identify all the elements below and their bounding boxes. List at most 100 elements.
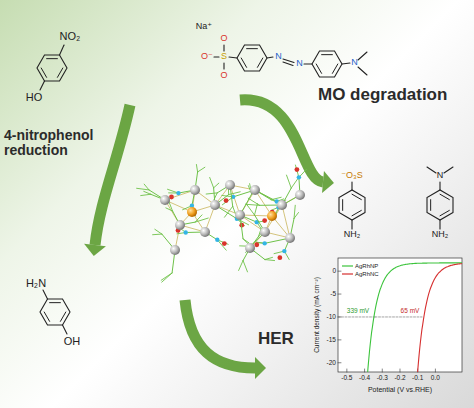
silver-atom bbox=[260, 227, 270, 237]
benzene-ring bbox=[339, 190, 365, 220]
tick-mark bbox=[338, 271, 341, 272]
cluster-molecule bbox=[137, 165, 307, 283]
atom-label: N bbox=[296, 59, 303, 69]
bond bbox=[427, 167, 436, 173]
ligand-stick bbox=[198, 167, 205, 172]
double-bond bbox=[332, 64, 337, 73]
group-label: HO bbox=[26, 91, 43, 103]
bond bbox=[444, 167, 453, 173]
axis-title: Current density (mA cm⁻²) bbox=[313, 277, 320, 353]
silver-atom bbox=[200, 227, 210, 237]
tick-mark bbox=[399, 369, 400, 372]
legend-swatch bbox=[342, 271, 353, 277]
bond bbox=[43, 290, 48, 299]
double-bond bbox=[44, 312, 49, 321]
atom-label: O⁻ bbox=[201, 52, 213, 62]
tick-mark bbox=[382, 369, 383, 372]
ligand-stick bbox=[196, 165, 197, 172]
group-label: NH₂ bbox=[432, 230, 449, 240]
double-bond bbox=[352, 210, 361, 215]
bond bbox=[223, 63, 224, 69]
double-bond bbox=[241, 58, 246, 67]
ligand-stick bbox=[144, 191, 151, 194]
ligand-stick bbox=[206, 193, 217, 194]
double-bond bbox=[60, 312, 65, 321]
chart-legend: AgRhNPAgRhNC bbox=[342, 262, 379, 278]
tick-label: -5 bbox=[330, 290, 336, 297]
bond bbox=[40, 81, 45, 90]
silver-atom bbox=[170, 245, 180, 255]
ligand-stick bbox=[195, 215, 202, 222]
double-bond bbox=[247, 48, 258, 49]
silver-atom bbox=[285, 233, 295, 243]
double-bond bbox=[50, 302, 61, 303]
legend-row: AgRhNC bbox=[342, 270, 379, 278]
oxygen-atom bbox=[222, 241, 227, 246]
process-title: 4-nitrophenol reduction bbox=[4, 128, 112, 159]
mo-arrow bbox=[240, 100, 323, 182]
ligand-stick bbox=[243, 239, 248, 244]
silver-atom bbox=[175, 220, 185, 230]
rhodium-atom bbox=[187, 207, 197, 217]
tick-mark bbox=[338, 339, 341, 340]
ligand-stick bbox=[224, 206, 232, 217]
atom-label: N bbox=[351, 58, 358, 68]
atom-label: N bbox=[275, 52, 282, 62]
ligand-stick bbox=[141, 194, 151, 195]
mo-arrow-head bbox=[322, 171, 334, 193]
legend-text: AgRhNP bbox=[355, 263, 378, 269]
ligand-stick bbox=[210, 177, 214, 187]
ligand-stick bbox=[246, 204, 254, 215]
bond bbox=[60, 45, 65, 55]
ligand-stick bbox=[166, 208, 173, 211]
tick-label: 0.0 bbox=[431, 374, 440, 381]
nitrogen-atom bbox=[176, 191, 180, 195]
silver-atom bbox=[210, 200, 220, 210]
ligand-stick bbox=[137, 188, 149, 190]
oxygen-atom bbox=[262, 218, 267, 223]
bond bbox=[283, 62, 293, 66]
silver-atom bbox=[250, 185, 260, 195]
rhodium-atom bbox=[267, 211, 277, 221]
silver-atom bbox=[190, 185, 200, 195]
legend-row: AgRhNP bbox=[342, 262, 379, 270]
oxygen-atom bbox=[224, 198, 229, 203]
ligand-stick bbox=[287, 175, 292, 188]
ligand-stick bbox=[239, 261, 243, 271]
bond bbox=[214, 56, 219, 57]
legend-swatch bbox=[342, 263, 353, 269]
tick-label: -0.4 bbox=[359, 374, 370, 381]
nitrogen-atom bbox=[282, 249, 286, 253]
silver-atom bbox=[295, 190, 305, 200]
nitrogen-atom bbox=[262, 241, 266, 245]
group-label: NO₂ bbox=[60, 30, 81, 42]
plot-frame bbox=[338, 258, 462, 372]
benzene-ring bbox=[237, 45, 267, 71]
bond bbox=[229, 57, 237, 58]
nitrophenol-arrow-head bbox=[84, 244, 106, 256]
overpotential-label: 65 mV bbox=[401, 307, 420, 314]
bond bbox=[358, 67, 367, 75]
silver-atom bbox=[160, 195, 170, 205]
double-bond bbox=[41, 68, 46, 77]
process-title: HER bbox=[258, 330, 294, 349]
tick-mark bbox=[364, 369, 365, 372]
group-label: ⁻O₃S bbox=[341, 171, 362, 181]
ligand-stick bbox=[294, 213, 298, 219]
atom-label: O bbox=[220, 34, 227, 44]
tick-label: -0.5 bbox=[341, 374, 352, 381]
ligand-stick bbox=[162, 273, 172, 282]
tick-label: -10 bbox=[327, 313, 336, 320]
benzene-ring bbox=[427, 190, 453, 220]
legend-line bbox=[342, 265, 353, 266]
bond bbox=[342, 63, 350, 64]
ligand-stick bbox=[246, 204, 260, 205]
axis-title: Potential (V vs.RHE) bbox=[368, 386, 432, 394]
benzene-ring bbox=[312, 51, 342, 77]
bond bbox=[304, 63, 312, 64]
tick-label: -0.3 bbox=[377, 374, 388, 381]
ligand-stick bbox=[291, 179, 298, 188]
tick-label: -0.1 bbox=[412, 374, 423, 381]
ligand-stick bbox=[265, 260, 275, 261]
silver-atom bbox=[225, 180, 235, 190]
